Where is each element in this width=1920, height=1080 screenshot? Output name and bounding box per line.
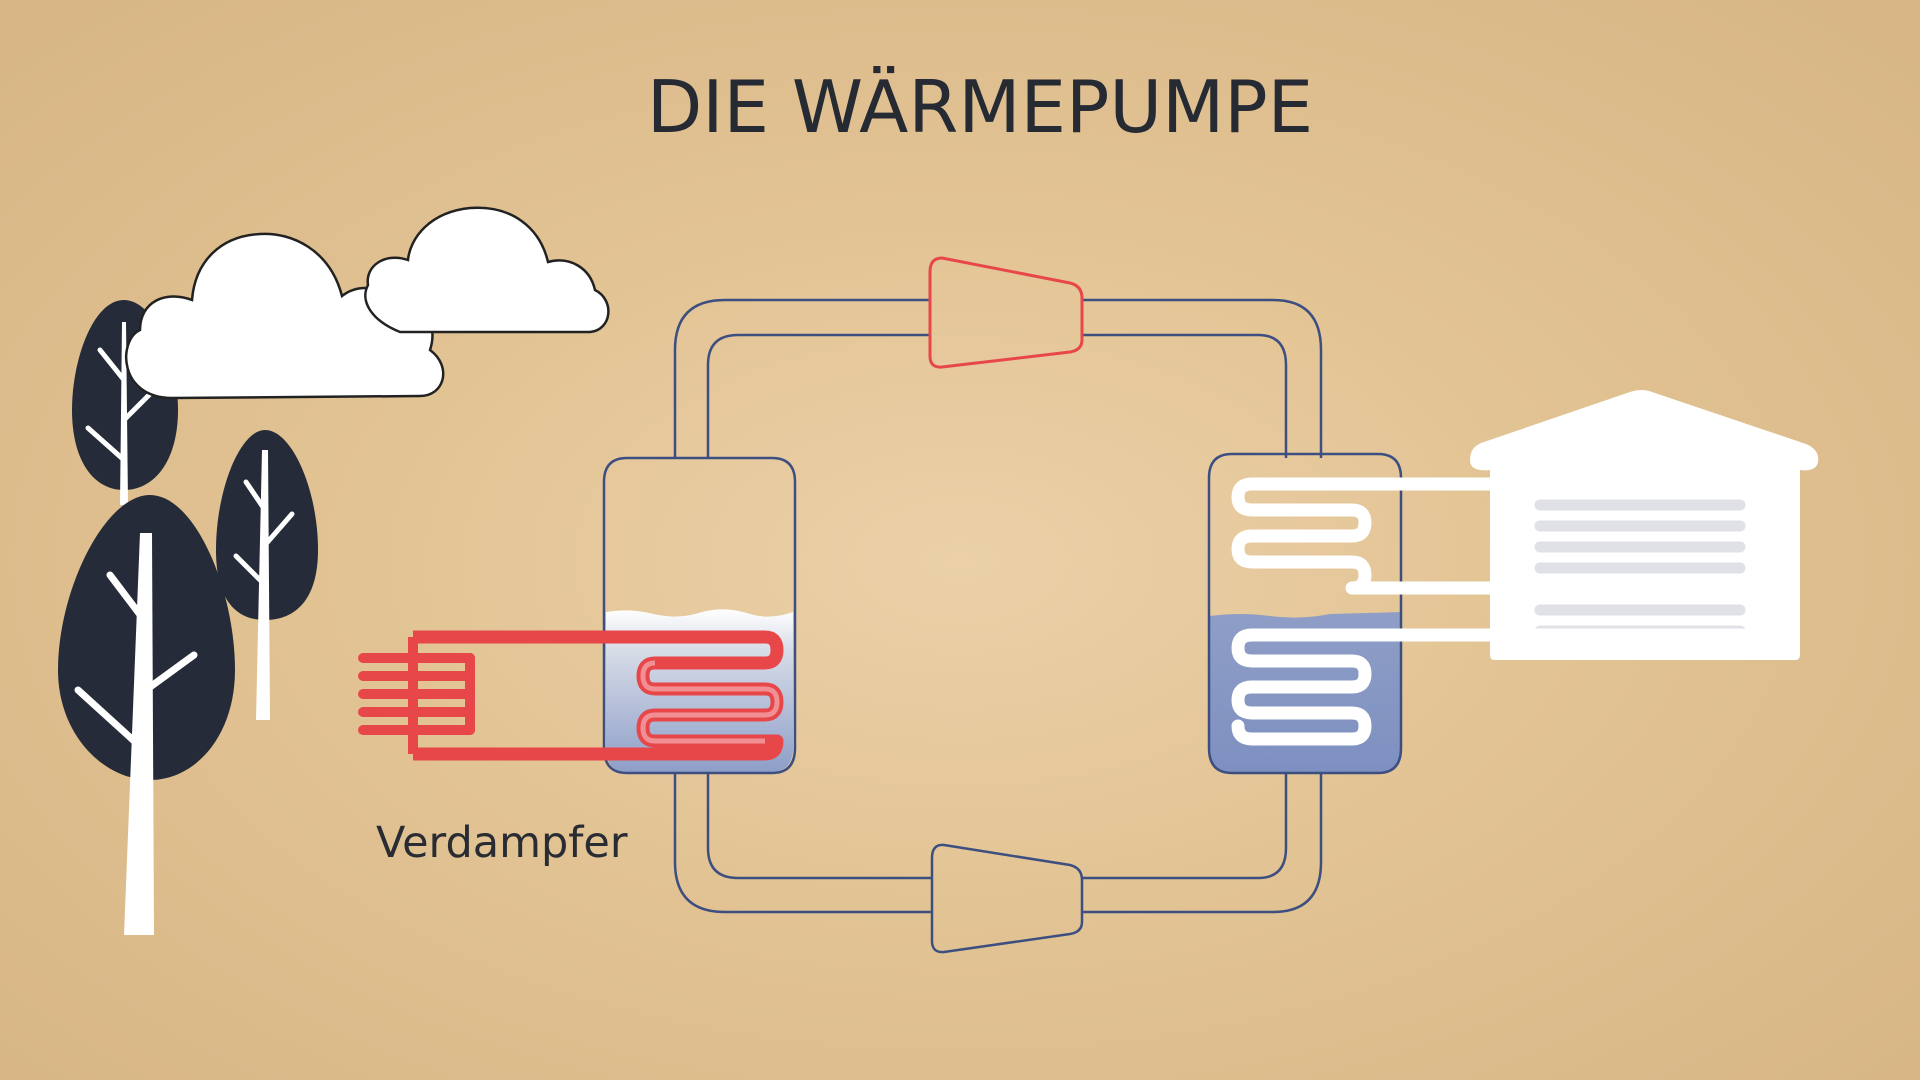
tree-icon: [216, 430, 318, 720]
refrigerant-loop: [673, 298, 1323, 914]
evaporator-label: Verdampfer: [376, 818, 628, 868]
cloud-icon: [125, 232, 445, 400]
expansion-valve-icon: [930, 843, 1084, 954]
tree-icon: [58, 495, 235, 935]
house-radiator: [1534, 499, 1746, 637]
evaporator-vessel: [602, 456, 797, 775]
condenser-coil: [1231, 477, 1749, 595]
page-title: DIE WÄRMEPUMPE: [647, 65, 1313, 149]
condenser-coil-lower: [1231, 628, 1749, 746]
compressor-icon: [928, 256, 1084, 369]
cloud-icon: [364, 206, 610, 334]
